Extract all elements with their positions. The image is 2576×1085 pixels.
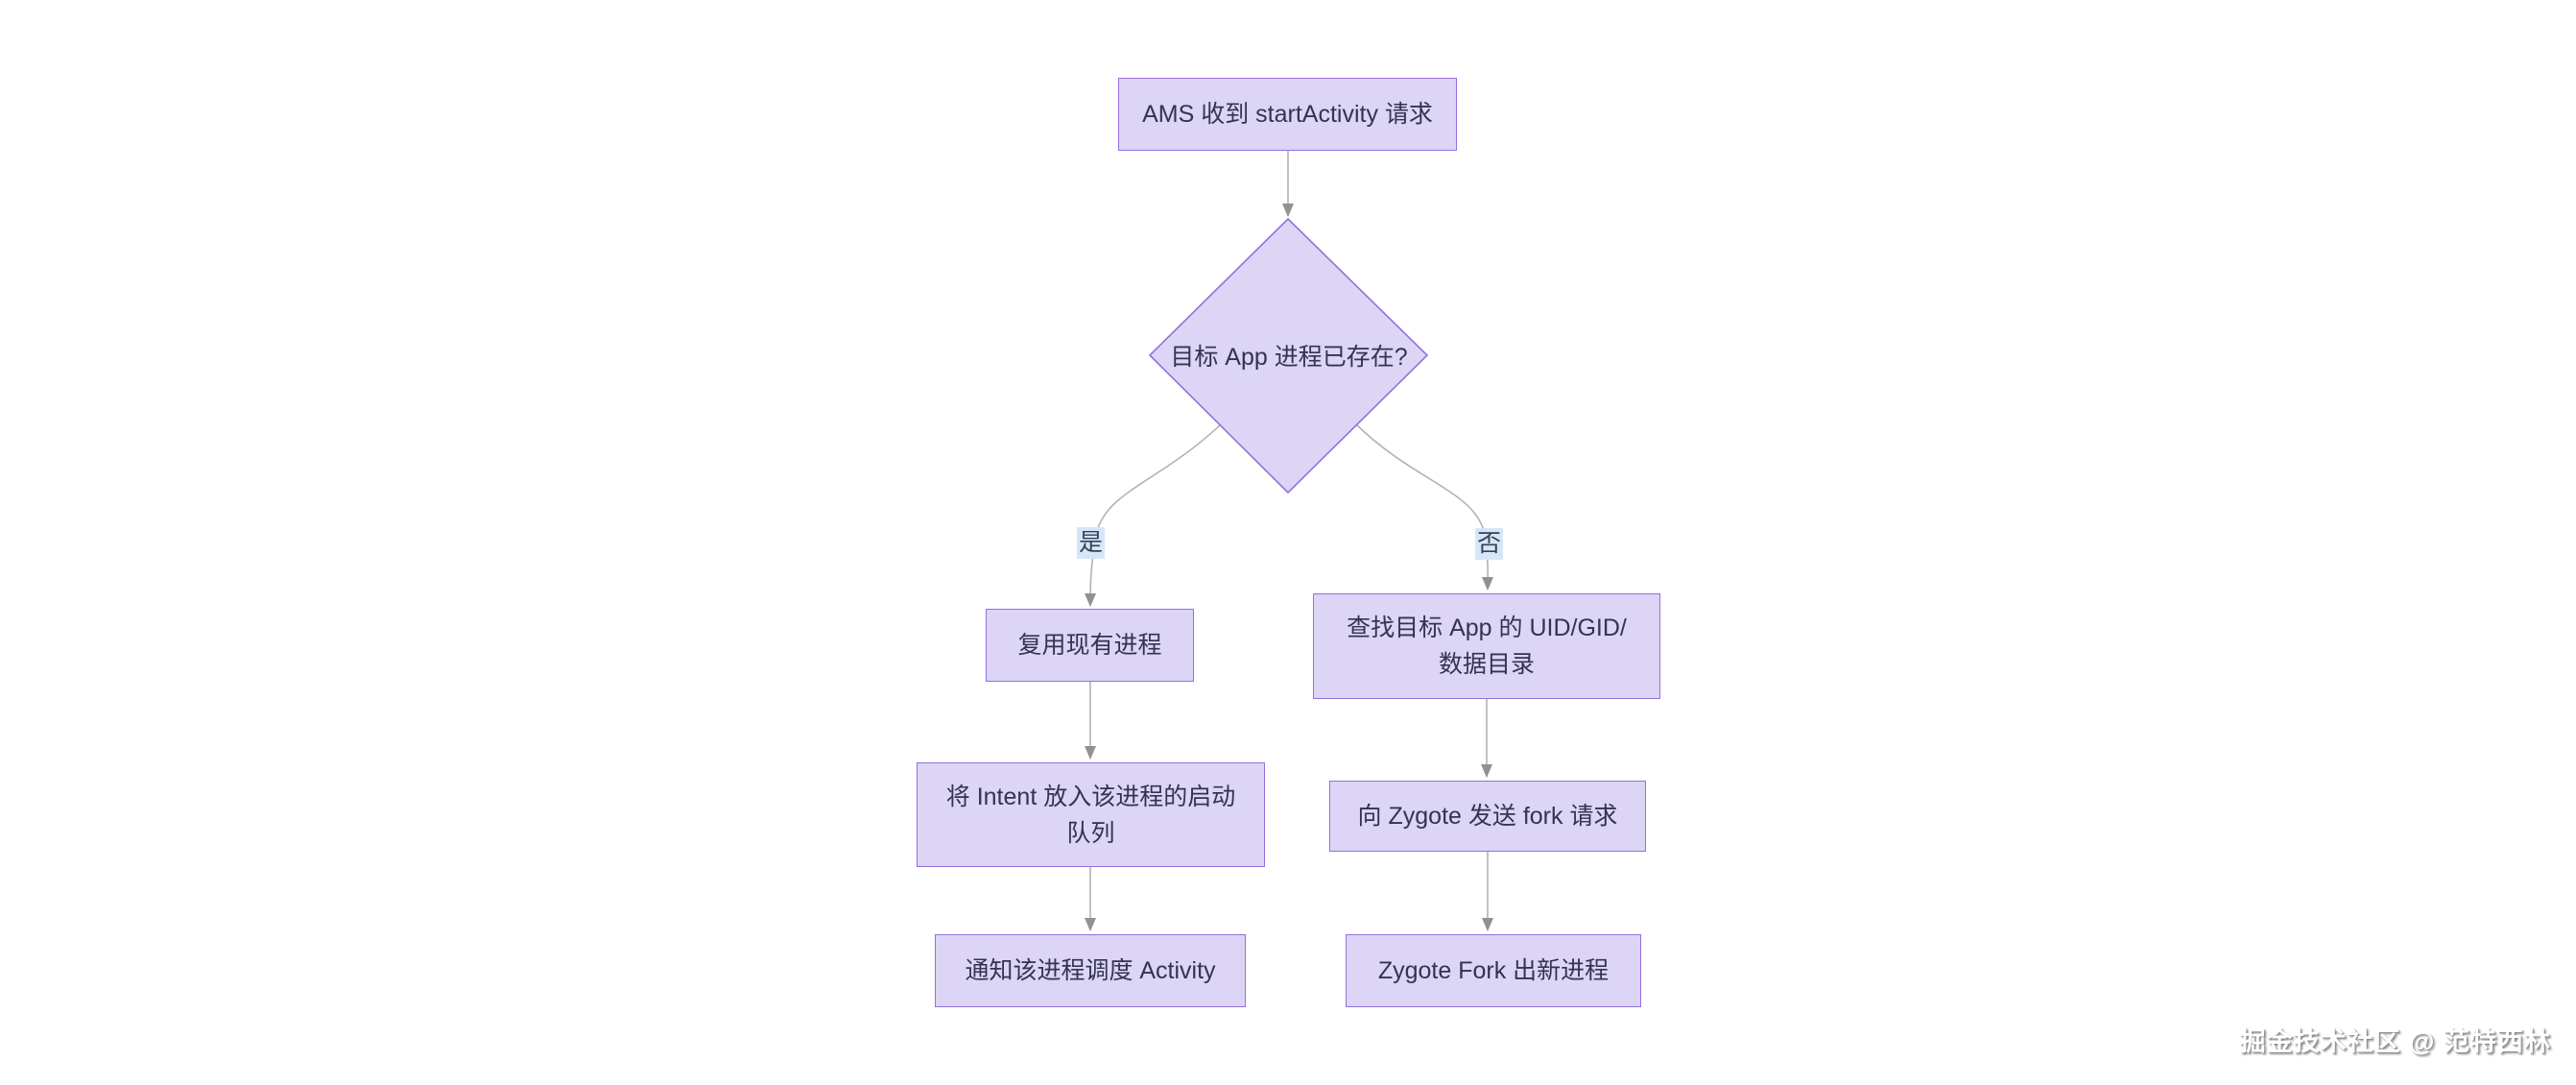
node-lookup: 查找目标 App 的 UID/GID/ 数据目录: [1313, 593, 1660, 699]
decision-diamond-shape: [1148, 217, 1429, 494]
node-fork-request: 向 Zygote 发送 fork 请求: [1329, 781, 1646, 852]
watermark: 掘金技术社区 @ 范特西林: [2239, 1027, 2551, 1056]
node-queue-label-line-1: 将 Intent 放入该进程的启动: [945, 783, 1236, 810]
node-notify: 通知该进程调度 Activity: [935, 934, 1246, 1007]
node-queue-label-line-2: 队列: [1066, 819, 1115, 847]
node-reuse: 复用现有进程: [986, 609, 1194, 682]
node-decision-label: 目标 App 进程已存在?: [1170, 344, 1408, 371]
node-start: AMS 收到 startActivity 请求: [1118, 78, 1457, 151]
node-fork-request-label: 向 Zygote 发送 fork 请求: [1357, 803, 1618, 830]
node-lookup-label-line-2: 数据目录: [1438, 651, 1535, 678]
edge-decision-lookup: [1355, 423, 1494, 591]
node-decision: 目标 App 进程已存在?: [1150, 330, 1428, 380]
edge-decision-reuse: [1085, 423, 1222, 607]
node-reuse-label: 复用现有进程: [1017, 632, 1162, 659]
node-lookup-label-line-1: 查找目标 App 的 UID/GID/: [1347, 615, 1627, 641]
node-start-label: AMS 收到 startActivity 请求: [1142, 101, 1433, 128]
node-queue: 将 Intent 放入该进程的启动 队列: [917, 762, 1265, 867]
edge-label-yes: 是: [1077, 527, 1106, 559]
node-fork-new-label: Zygote Fork 出新进程: [1377, 957, 1610, 984]
node-notify-label: 通知该进程调度 Activity: [965, 957, 1216, 984]
edge-label-no: 否: [1475, 528, 1504, 560]
node-fork-new: Zygote Fork 出新进程: [1346, 934, 1641, 1007]
